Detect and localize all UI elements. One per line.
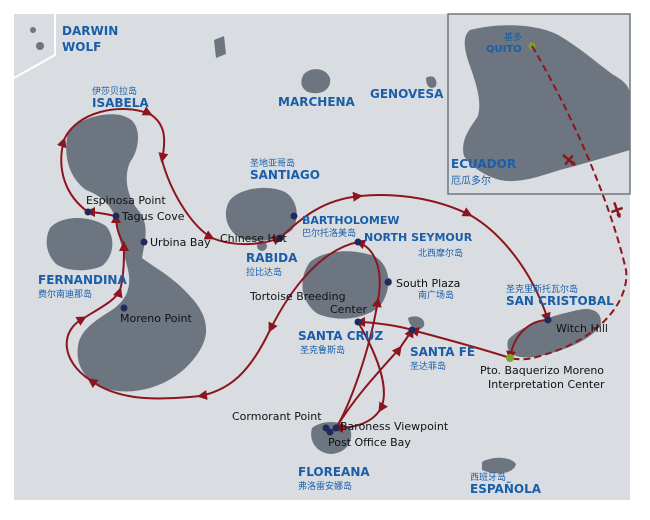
fernandina-island (46, 217, 113, 271)
santa-cruz-label: SANTA CRUZ (298, 329, 383, 343)
flight-path (509, 45, 628, 361)
santa-fe-label: SANTA FE (410, 345, 475, 359)
bartholomew-cn-label: 巴尔托洛美岛 (302, 227, 356, 239)
ecuador-cn-label: 厄瓜多尔 (451, 174, 491, 187)
south-plaza-label: South Plaza (396, 277, 460, 290)
post-office-bay-marker (326, 428, 334, 436)
baroness-viewpoint-marker (332, 424, 340, 432)
santiago-label: SANTIAGO (250, 168, 320, 182)
site-labels: Espinosa Point Tagus Cove Urbina Bay Chi… (86, 194, 608, 449)
floreana-label: FLOREANA (298, 465, 370, 479)
tagus-cove-marker (112, 212, 120, 220)
quito-label: QUITO (486, 44, 522, 55)
moreno-point-marker (120, 304, 128, 312)
rabida-cn-label: 拉比达岛 (246, 266, 282, 278)
tortoise-center-marker (354, 318, 362, 326)
pto-baquerizo-label: Pto. Baquerizo Moreno (480, 364, 604, 377)
santa-fe-cn-label: 圣达菲岛 (410, 360, 446, 372)
santa-cruz-cn-label: 圣克鲁斯岛 (300, 344, 345, 356)
tagus-cove-label: Tagus Cove (121, 210, 185, 223)
marchena-label: MARCHENA (278, 95, 356, 109)
san-cristobal-island (507, 308, 601, 358)
darwin-wolf-inset: DARWIN WOLF (13, 14, 118, 79)
isabela-label: ISABELA (92, 96, 149, 110)
pinta-island (214, 36, 226, 58)
espanola-island (482, 457, 516, 474)
witch-hill-marker (544, 316, 552, 324)
san-cristobal-label: SAN CRISTOBAL (506, 294, 614, 308)
bartholomew-label: BARTHOLOMEW (302, 214, 400, 227)
tortoise-center-label: Tortoise Breeding (249, 290, 346, 303)
chinese-hat-marker (276, 234, 284, 242)
ecuador-label: ECUADOR (451, 157, 516, 171)
quito-cn-label: 基多 (504, 31, 522, 43)
floreana-cn-label: 弗洛雷安娜岛 (298, 480, 352, 492)
interpretation-center-label: Interpretation Center (488, 378, 605, 391)
espanola-cn-label: 西班牙岛 (470, 471, 506, 483)
marchena-island (301, 69, 331, 94)
moreno-point-label: Moreno Point (120, 312, 192, 325)
airplane-icon-1 (562, 153, 576, 167)
south-plaza-marker (384, 278, 392, 286)
santiago-island (225, 187, 297, 241)
santiago-cn-label: 圣地亚哥岛 (250, 157, 295, 169)
genovesa-label: GENOVESA (370, 87, 444, 101)
north-seymour-cn-label: 北西摩尔岛 (418, 247, 463, 259)
baroness-viewpoint-label: Baroness Viewpoint (340, 420, 449, 433)
bartholomew-marker (290, 212, 298, 220)
san-cristobal-cn-label: 圣克里斯托瓦尔岛 (506, 283, 578, 295)
pto-baquerizo-marker (506, 354, 514, 362)
site-markers (84, 208, 552, 436)
santa-fe-marker (408, 326, 416, 334)
airplane-icon-2 (610, 202, 624, 218)
espanola-label: ESPAÑOLA (470, 481, 542, 496)
fernandina-label: FERNANDINA (38, 273, 127, 287)
wolf-label: WOLF (62, 40, 101, 54)
espinosa-point-label: Espinosa Point (86, 194, 166, 207)
fernandina-cn-label: 费尔南迪那岛 (38, 288, 92, 300)
witch-hill-label: Witch Hill (556, 322, 608, 335)
espinosa-point-marker (84, 208, 92, 216)
cormorant-point-label: Cormorant Point (232, 410, 322, 423)
north-seymour-label: NORTH SEYMOUR (364, 231, 473, 244)
rabida-label: RABIDA (246, 251, 298, 265)
urbina-bay-marker (140, 238, 148, 246)
genovesa-island (426, 76, 437, 88)
post-office-bay-label: Post Office Bay (328, 436, 411, 449)
tortoise-center-label-2: Center (330, 303, 368, 316)
urbina-bay-label: Urbina Bay (150, 236, 211, 249)
island-labels: 伊莎贝拉岛 ISABELA MARCHENA GENOVESA 圣地亚哥岛 SA… (38, 85, 614, 496)
chinese-hat-label: Chinese Hat (220, 232, 287, 245)
cruise-route (56, 106, 551, 433)
south-plaza-cn-label: 南广场岛 (418, 289, 454, 301)
isabela-cn-label: 伊莎贝拉岛 (92, 85, 137, 97)
north-seymour-marker (354, 238, 362, 246)
darwin-label: DARWIN (62, 24, 118, 38)
ecuador-inset: ECUADOR 厄瓜多尔 基多 QUITO (447, 13, 631, 195)
